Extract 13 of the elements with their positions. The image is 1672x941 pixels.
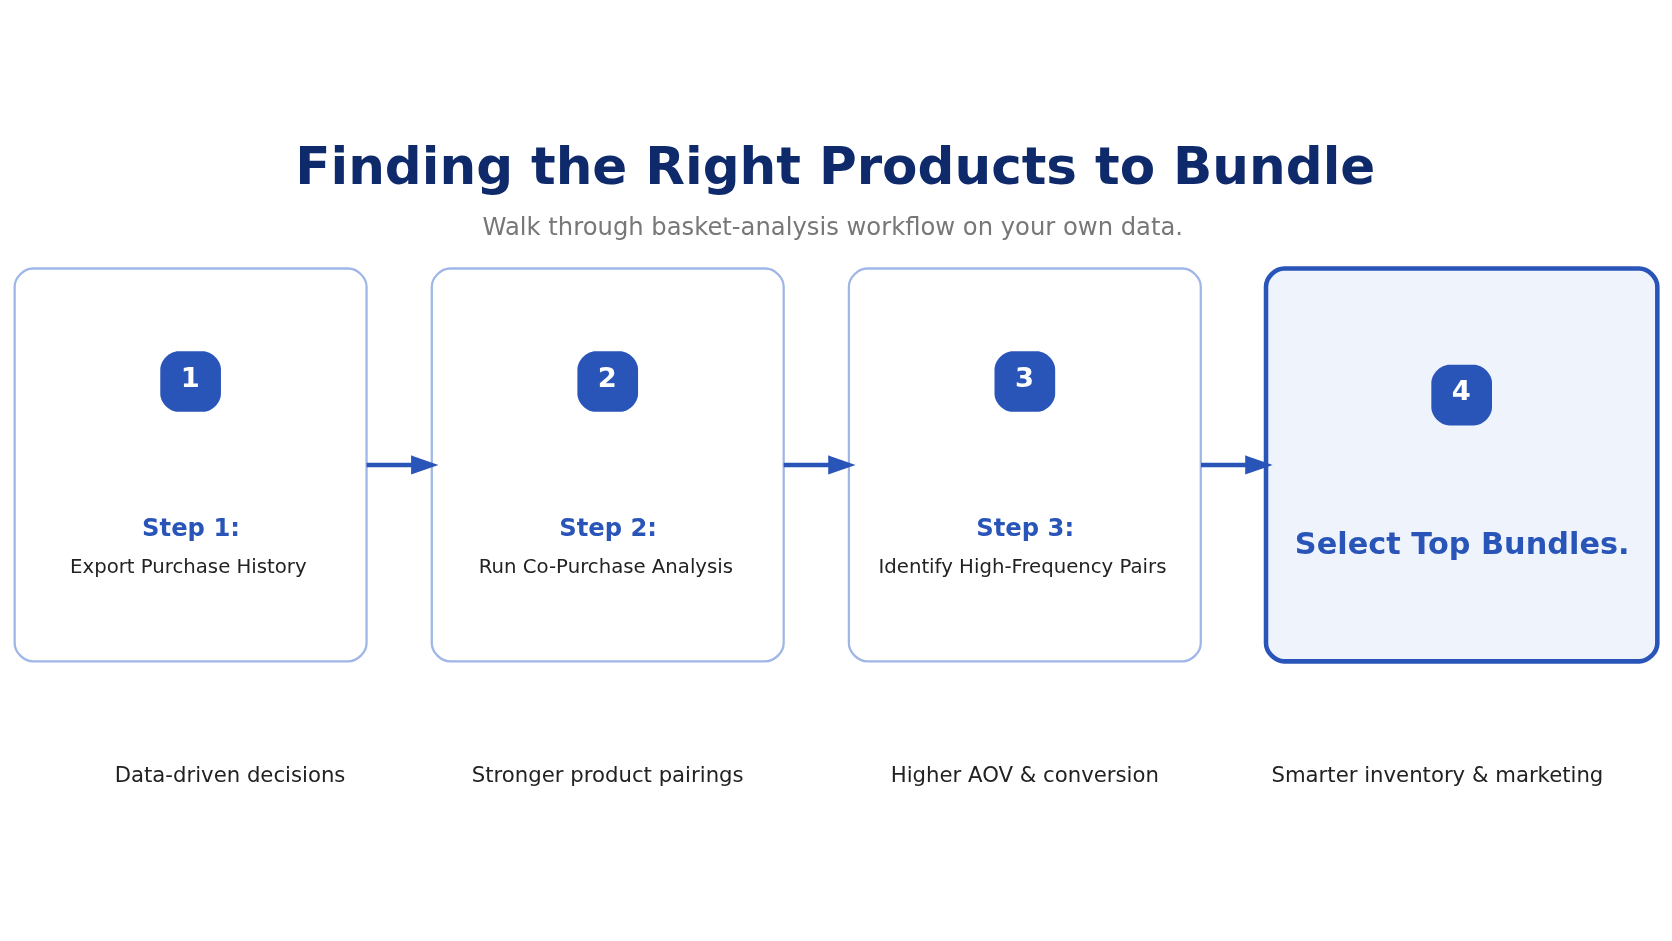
node-box: 2 Step 2: Run Co-Purchase Analysis (430, 266, 785, 662)
label: Higher AOV & conversion (890, 761, 1159, 787)
node-box: 1 Step 1: Export Purchase History (13, 266, 368, 662)
label: Stronger product pairings (471, 761, 744, 787)
arrow (1201, 454, 1273, 474)
label: Smarter inventory & marketing (1271, 761, 1604, 787)
node-box: 3 Step 3: Identify High-Frequency Pairs (847, 266, 1202, 662)
node-box: 4 Select Top Bundles. (1263, 265, 1660, 664)
label: Data-driven decisions (114, 761, 346, 787)
arrow (783, 454, 856, 474)
caption: Walk through basket-analysis workflow on your own data. (482, 211, 1184, 241)
arrow (366, 454, 439, 474)
diagram-title: Finding the Right Products to Bundle (295, 135, 1376, 196)
